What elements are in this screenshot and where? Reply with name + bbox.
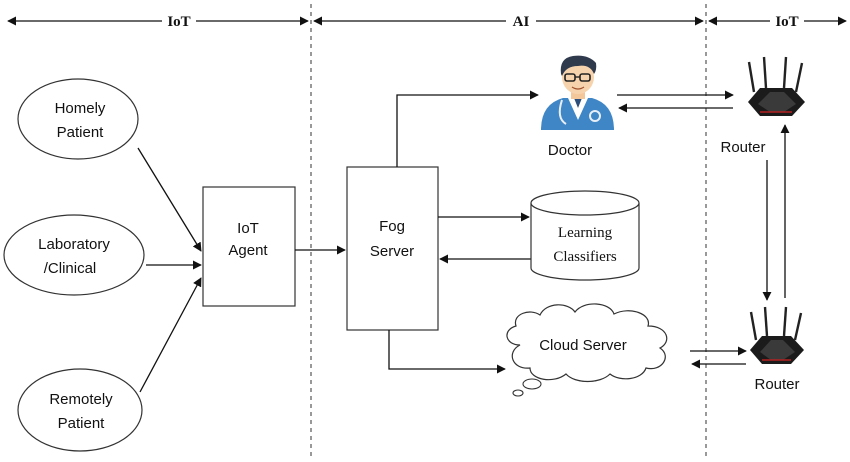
svg-text:Agent: Agent: [228, 242, 268, 259]
svg-text:Server: Server: [370, 243, 414, 260]
iot-agent-node: IoT Agent: [202, 186, 296, 307]
zone-label-right: IoT: [775, 14, 798, 30]
zone-label-left: IoT: [167, 14, 190, 30]
svg-text:Classifiers: Classifiers: [553, 249, 616, 265]
svg-text:IoT: IoT: [237, 220, 259, 237]
arrow-homely-to-agent: [137, 147, 202, 252]
remotely-patient-node: Remotely Patient: [17, 368, 143, 452]
svg-text:Cloud Server: Cloud Server: [539, 337, 627, 354]
arrow-remote-to-agent: [139, 277, 202, 393]
laboratory-clinical-node: Laboratory /Clinical: [3, 214, 145, 296]
router-icon: [747, 56, 805, 116]
learning-classifiers-node: Learning Classifiers: [530, 190, 640, 281]
homely-patient-node: Homely Patient: [17, 78, 139, 160]
fog-server-node: Fog Server: [346, 166, 439, 331]
cloud-server-node: Cloud Server: [506, 303, 668, 397]
svg-text:Laboratory: Laboratory: [38, 236, 110, 253]
svg-text:Learning: Learning: [558, 225, 613, 241]
router-top-label: Router: [720, 139, 765, 156]
svg-text:/Clinical: /Clinical: [44, 260, 97, 277]
router-icon: [749, 306, 804, 364]
doctor-icon: [541, 55, 614, 130]
zone-label-middle: AI: [513, 14, 530, 30]
svg-text:Homely: Homely: [55, 100, 106, 117]
svg-text:Fog: Fog: [379, 218, 405, 235]
svg-text:Patient: Patient: [57, 124, 105, 141]
doctor-label: Doctor: [548, 142, 592, 159]
arrow-fog-to-doctor: [396, 90, 539, 167]
router-bottom-label: Router: [754, 376, 799, 393]
svg-text:Remotely: Remotely: [49, 391, 113, 408]
svg-text:Patient: Patient: [58, 415, 106, 432]
arrow-fog-to-cloud: [388, 330, 506, 374]
